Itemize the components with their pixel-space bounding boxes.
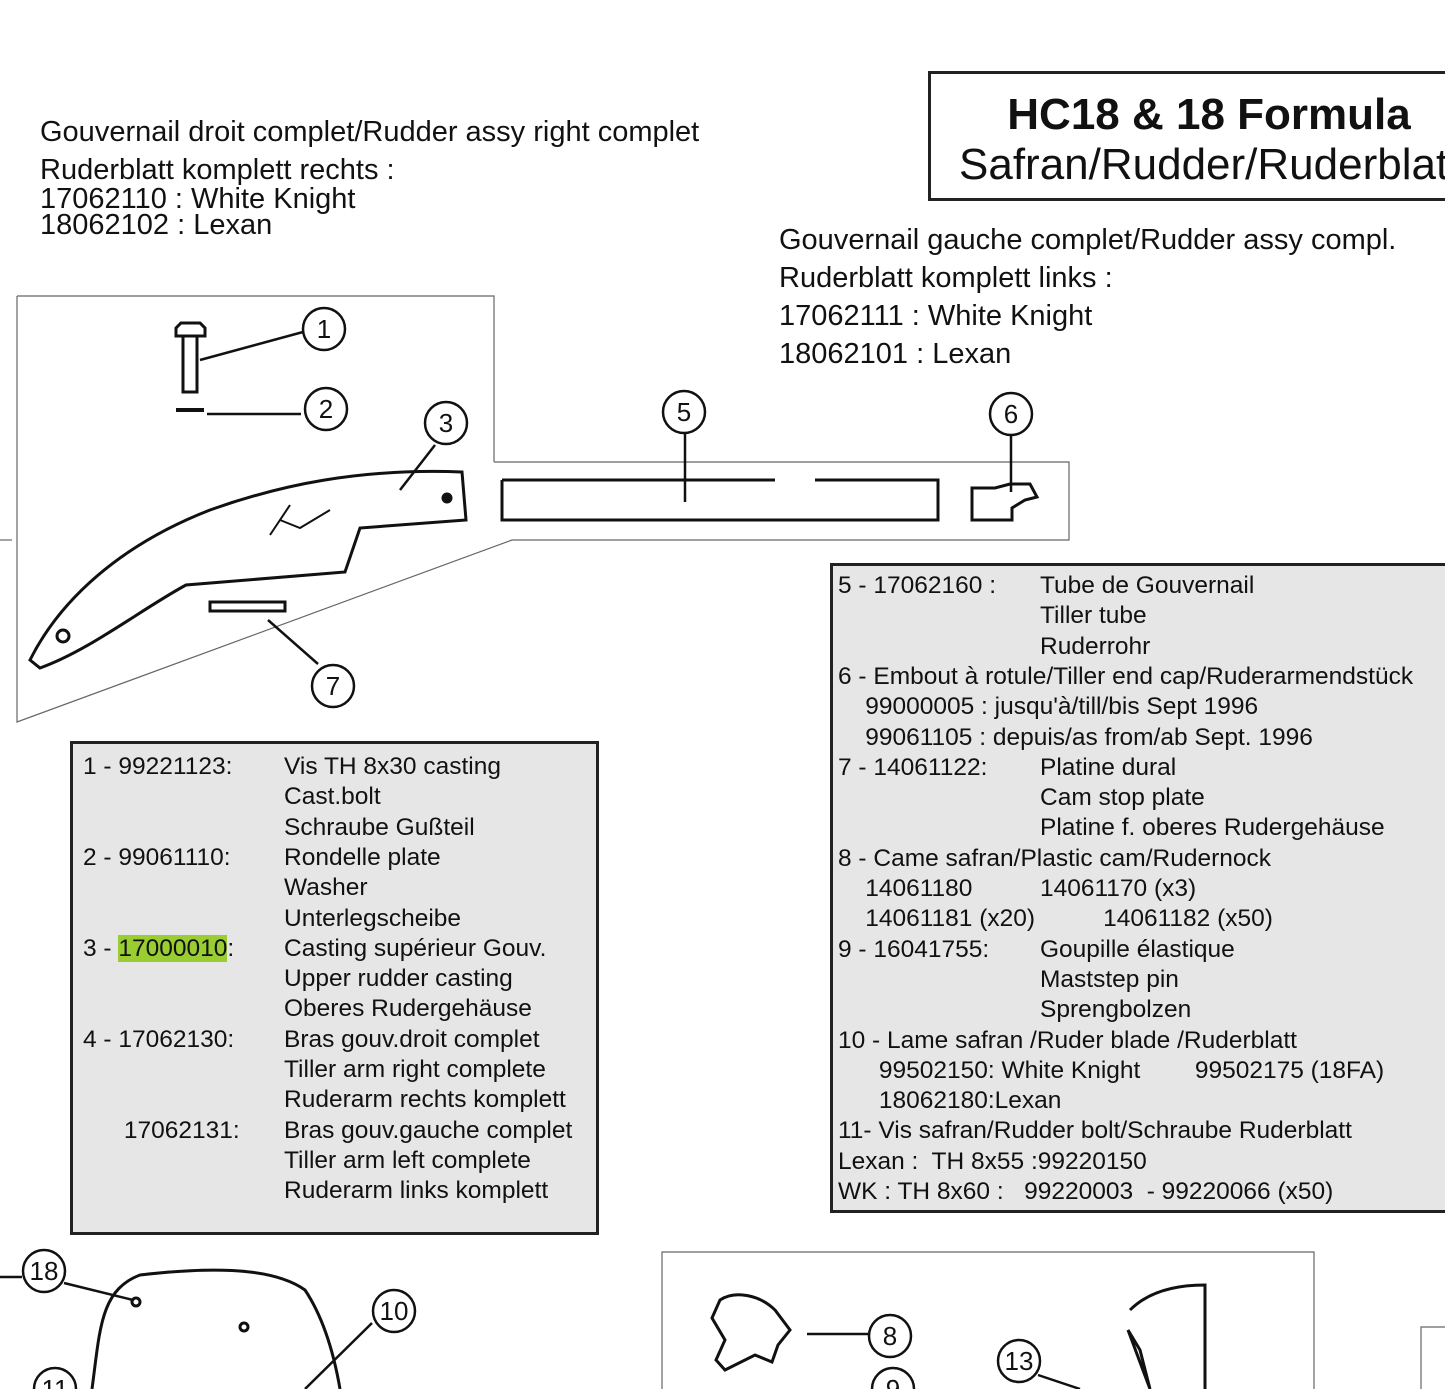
part-code: 14061180	[838, 875, 973, 902]
part-line: 99061105 : depuis/as from/ab Sept. 1996	[838, 723, 1313, 751]
part-description: Tube de Gouvernail	[1040, 572, 1255, 599]
page-title: HC18 & 18 Formula	[1007, 90, 1411, 139]
part-line: 99502150: White Knight 99502175 (18FA)	[838, 1056, 1385, 1084]
part-description: Vis TH 8x30 casting	[284, 753, 501, 780]
right-assy-item: 18062102 : Lexan	[40, 209, 273, 241]
part-description: Unterlegscheibe	[284, 904, 462, 932]
part-line: 18062180:Lexan	[838, 1087, 1062, 1115]
part-description: Bras gouv.gauche complet	[284, 1116, 573, 1144]
callout-circle	[661, 389, 707, 435]
callout-number: 18	[30, 1256, 59, 1286]
part-description: Platine f. oberes Rudergehäuse	[1040, 814, 1385, 842]
rudder-cam-assembly-part	[1126, 1283, 1207, 1389]
part-description: Rondelle plate	[284, 843, 441, 871]
left-assy-item: 17062111 : White Knight	[779, 300, 1093, 332]
tiller-tube-part	[500, 478, 940, 522]
part-description: Cam stop plate	[1040, 784, 1205, 812]
callout-number: 10	[380, 1296, 409, 1326]
callout-number: 7	[326, 671, 340, 701]
part-description: Washer	[284, 874, 368, 902]
part-code: 2 - 99061110:	[83, 843, 231, 871]
page-subtitle: Safran/Rudder/Ruderblatt	[959, 140, 1445, 189]
upper-casting-part	[28, 469, 468, 670]
part-line: Lexan : TH 8x55 :99220150	[838, 1147, 1147, 1175]
right-assy-item: 17062110 : White Knight	[40, 183, 356, 215]
part-line: 99000005 : jusqu'à/till/bis Sept 1996	[838, 693, 1259, 721]
cam-stop-plate-part	[208, 600, 287, 613]
part-description: Ruderarm links komplett	[284, 1177, 549, 1205]
tiller-end-cap-part	[970, 482, 1040, 522]
title-box: HC18 & 18 Formula Safran/Rudder/Ruderbla…	[928, 71, 1445, 201]
callout-number: 8	[883, 1321, 897, 1351]
part-code: 7 - 14061122:	[838, 753, 988, 781]
callout-number: 3	[439, 408, 453, 438]
casting-hole	[55, 628, 71, 644]
left-assy-item: 18062101 : Lexan	[779, 338, 1012, 370]
part-description: Ruderrohr	[1040, 632, 1151, 660]
part-line: 11- Vis safran/Rudder bolt/Schraube Rude…	[838, 1117, 1352, 1145]
callout-circle	[870, 1366, 916, 1389]
callout-number: 1	[317, 314, 331, 344]
diagram-frame	[0, 295, 1445, 1389]
casting-logo	[269, 504, 331, 536]
callout-number: 11	[42, 1374, 69, 1389]
part-description: Casting supérieur Gouv.	[284, 934, 547, 962]
callout-circle	[301, 306, 347, 352]
callout-circle	[423, 400, 469, 446]
part-description: Tiller arm right complete	[284, 1056, 546, 1083]
left-assy-heading: Gouvernail gauche complet/Rudder assy co…	[779, 224, 1397, 256]
part-description: Goupille élastique	[1040, 935, 1235, 963]
part-description: Platine dural	[1040, 753, 1177, 781]
callout-circle	[310, 663, 356, 709]
part-line: WK : TH 8x60 : 99220003 - 99220066 (x50)	[838, 1178, 1334, 1205]
part-description: Schraube Gußteil	[284, 813, 475, 841]
part-line: 14061181 (x20) 14061182 (x50)	[838, 905, 1273, 933]
part-code: 17062131:	[83, 1116, 240, 1144]
part-code: 3 - 17000010:	[83, 934, 235, 963]
callout-circle	[988, 391, 1034, 437]
part-description: Cast.bolt	[284, 783, 381, 811]
left-assy-heading-de: Ruderblatt komplett links :	[779, 262, 1113, 294]
part-code: 5 - 17062160 :	[838, 572, 997, 599]
leader-lines	[0, 330, 1081, 1389]
callout-number: 2	[319, 394, 333, 424]
part-line: 10 - Lame safran /Ruder blade /Ruderblat…	[838, 1026, 1297, 1054]
part-code-suffix: :	[227, 934, 235, 962]
callout-circle	[371, 1288, 417, 1334]
callout-number: 9	[886, 1374, 900, 1389]
callout-circle	[21, 1248, 67, 1294]
right-assy-heading: Gouvernail droit complet/Rudder assy rig…	[40, 116, 700, 148]
bolt-part	[174, 321, 207, 412]
casting-hole	[441, 492, 453, 504]
part-description: Upper rudder casting	[284, 965, 513, 993]
highlighted-part-number: 17000010	[118, 934, 228, 962]
callout-number: 5	[677, 397, 691, 427]
part-code-prefix: 3 -	[83, 934, 119, 962]
part-description: Sprengbolzen	[1040, 996, 1192, 1024]
part-code: 9 - 16041755:	[838, 935, 990, 963]
callout-circle	[32, 1366, 78, 1389]
part-code: 1 - 99221123:	[83, 753, 233, 780]
part-line: 8 - Came safran/Plastic cam/Rudernock	[838, 844, 1271, 872]
part-description: Maststep pin	[1040, 965, 1179, 993]
part-description: 14061170 (x3)	[1040, 875, 1197, 902]
part-description: Oberes Rudergehäuse	[284, 995, 532, 1023]
rudder-blade-part	[90, 1268, 342, 1389]
part-description: Bras gouv.droit complet	[284, 1025, 540, 1053]
callout-circle	[303, 386, 349, 432]
callout-circle	[996, 1338, 1042, 1384]
part-description: Tiller arm left complete	[284, 1146, 531, 1174]
part-code: 4 - 17062130:	[83, 1025, 235, 1053]
callout-circle	[867, 1313, 913, 1359]
right-assy-heading-de: Ruderblatt komplett rechts :	[40, 154, 395, 186]
plastic-cam-part	[710, 1293, 792, 1372]
callout-number: 6	[1004, 399, 1018, 429]
part-description: Tiller tube	[1040, 602, 1147, 630]
part-description: Ruderarm rechts komplett	[284, 1086, 566, 1114]
part-line: 6 - Embout à rotule/Tiller end cap/Ruder…	[838, 662, 1414, 690]
callout-number: 13	[1005, 1346, 1034, 1376]
